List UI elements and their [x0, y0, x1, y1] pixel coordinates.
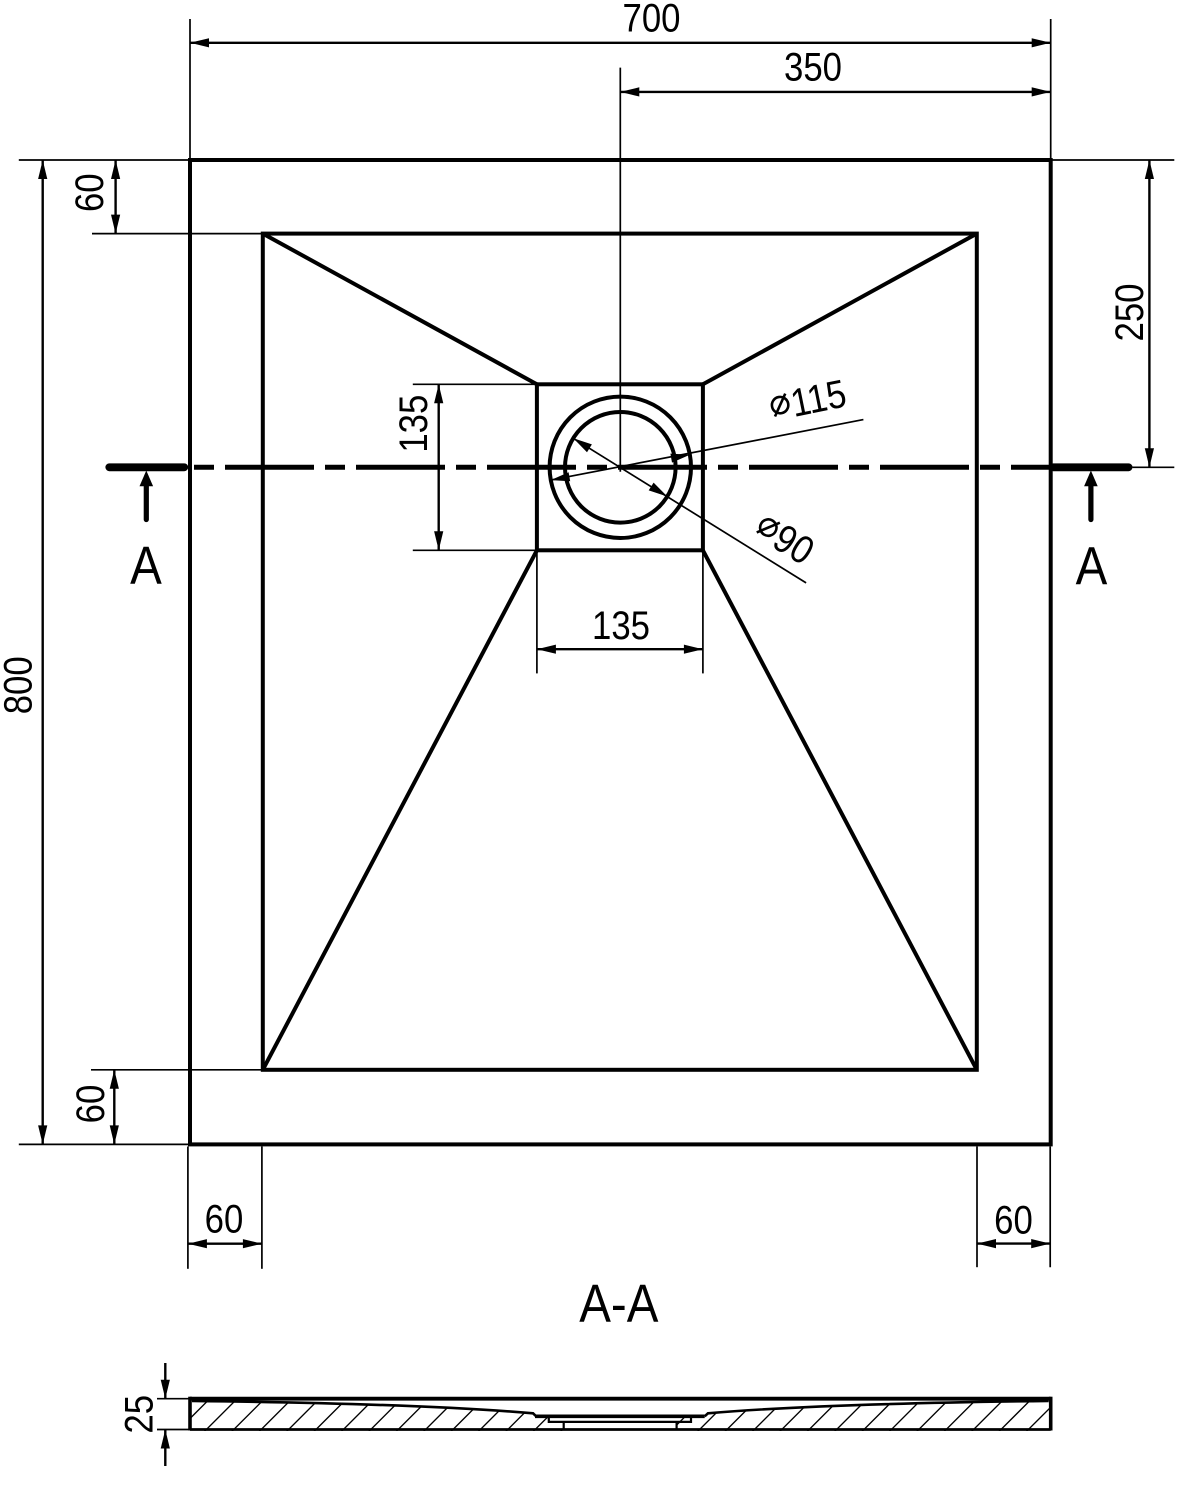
- svg-text:A: A: [130, 535, 162, 596]
- svg-text:250: 250: [1107, 284, 1152, 342]
- svg-text:25: 25: [116, 1395, 161, 1434]
- svg-text:135: 135: [592, 603, 650, 648]
- svg-text:350: 350: [784, 44, 842, 89]
- svg-text:800: 800: [0, 656, 40, 714]
- svg-text:A-A: A-A: [579, 1273, 658, 1334]
- svg-text:A: A: [1076, 536, 1108, 597]
- svg-text:115: 115: [787, 371, 850, 426]
- svg-text:60: 60: [994, 1197, 1033, 1242]
- svg-text:135: 135: [391, 395, 436, 453]
- svg-text:60: 60: [68, 1085, 113, 1124]
- svg-text:60: 60: [205, 1196, 244, 1241]
- svg-text:700: 700: [623, 0, 681, 40]
- svg-text:60: 60: [67, 173, 112, 212]
